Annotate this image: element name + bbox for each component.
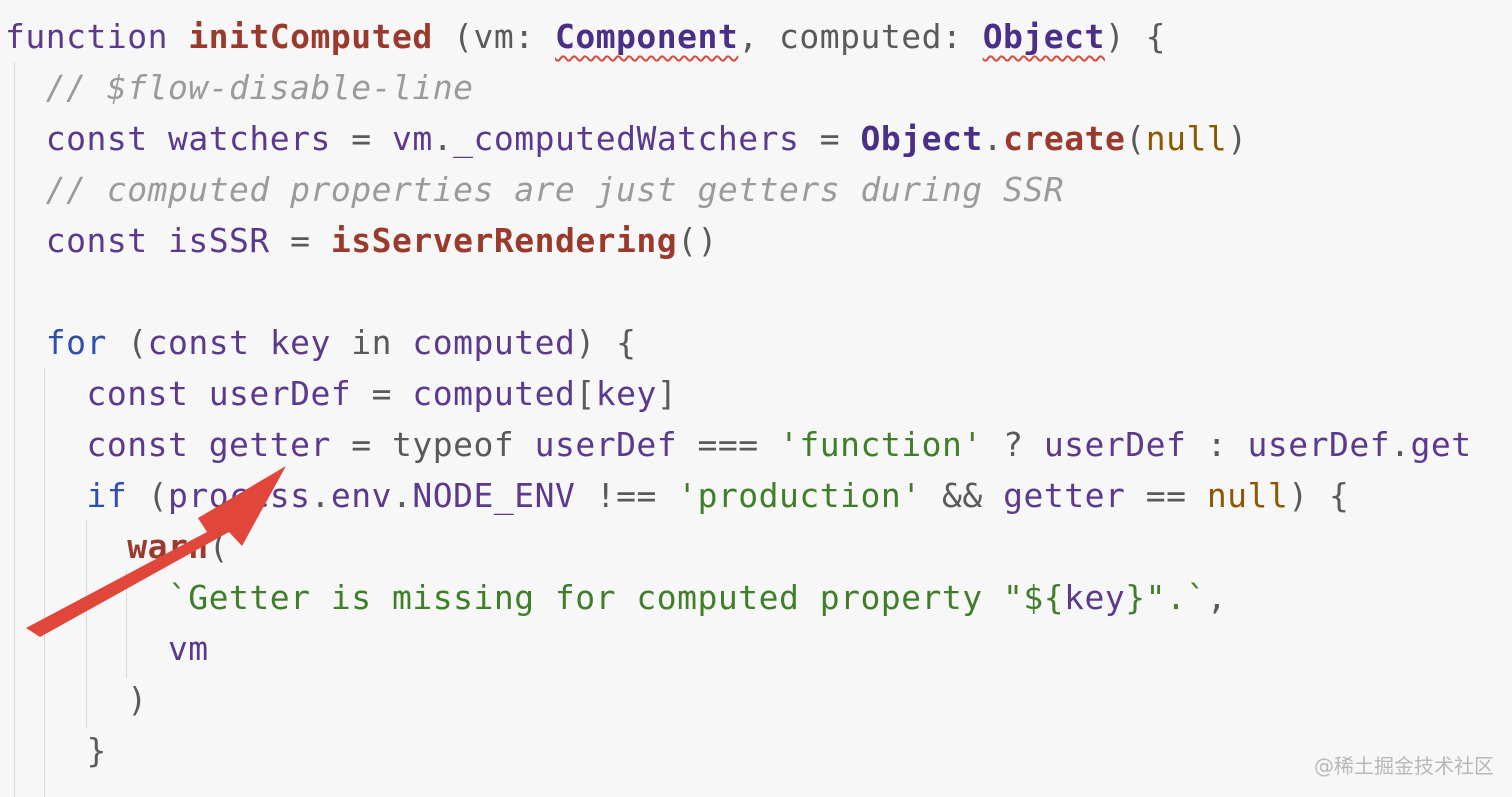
code-token: = <box>330 119 393 158</box>
code-token: = <box>269 221 331 260</box>
code-token: vm <box>392 119 433 158</box>
code-token: initComputed <box>188 17 433 56</box>
code-line: // $flow-disable-line <box>5 65 473 111</box>
code-token: isSSR <box>167 221 270 260</box>
code-token: warn <box>5 527 209 566</box>
code-token: // computed properties are just getters … <box>5 170 1065 209</box>
code-token: env <box>330 476 393 515</box>
code-token: === <box>677 425 780 464</box>
code-token: computed <box>412 323 576 362</box>
code-line: } <box>5 728 107 774</box>
code-token: !== <box>575 476 678 515</box>
code-token: : <box>1186 425 1248 464</box>
code-token: computed <box>412 374 576 413</box>
code-token: = typeof <box>330 425 535 464</box>
code-token: Object <box>982 17 1105 56</box>
code-token: ) { <box>575 323 637 362</box>
code-token: create <box>1003 119 1126 158</box>
code-token: = <box>351 374 413 413</box>
code-token: in <box>330 323 413 362</box>
code-token: && <box>921 476 1004 515</box>
code-token: ( <box>1125 119 1146 158</box>
code-token: = <box>799 119 861 158</box>
code-token: userDef <box>1043 425 1187 464</box>
code-token: 'production' <box>677 476 922 515</box>
watermark: @稀土掘金技术社区 <box>1314 754 1494 778</box>
code-token: ) <box>5 680 148 719</box>
code-token: () <box>677 221 718 260</box>
code-line: warn( <box>5 524 229 570</box>
code-line: if (process.env.NODE_ENV !== 'production… <box>5 473 1349 519</box>
code-token: function <box>5 17 189 56</box>
code-token: }".` <box>1125 578 1207 617</box>
code-token: if <box>5 476 128 515</box>
code-line: const isSSR = isServerRendering() <box>5 218 718 264</box>
code-token: getter <box>208 425 331 464</box>
code-token: Object <box>860 119 983 158</box>
code-token: ) { <box>1104 17 1167 56</box>
code-token: userDef <box>534 425 678 464</box>
code-token: const <box>5 221 168 260</box>
code-line: function initComputed (vm: Component, co… <box>5 14 1166 60</box>
code-token: null <box>1145 119 1228 158</box>
code-token: , computed: <box>738 17 983 56</box>
code-line: // computed properties are just getters … <box>5 167 1064 213</box>
code-token: ? <box>982 425 1044 464</box>
code-token: key <box>269 323 331 362</box>
code-token: . <box>392 476 413 515</box>
code-token: watchers <box>167 119 331 158</box>
code-token: Component <box>554 17 739 56</box>
code-token: userDef <box>1247 425 1391 464</box>
code-token: ) <box>1227 119 1248 158</box>
code-token: process <box>167 476 311 515</box>
code-token: == <box>1125 476 1207 515</box>
code-token: [ <box>575 374 596 413</box>
code-token: const <box>5 374 209 413</box>
code-token: NODE_ENV <box>412 476 576 515</box>
code-token: , <box>1206 578 1228 617</box>
code-token: ( <box>106 323 148 362</box>
code-line: for (const key in computed) { <box>5 320 636 366</box>
code-token: . <box>1390 425 1411 464</box>
code-line: const getter = typeof userDef === 'funct… <box>5 422 1472 468</box>
code-line: const userDef = computed[key] <box>5 371 677 417</box>
indent-guide <box>14 62 15 797</box>
code-token: vm <box>5 629 209 668</box>
code-token: `Getter is missing for computed property… <box>5 578 1065 617</box>
code-token: . <box>310 476 331 515</box>
code-token: // $flow-disable-line <box>5 68 474 107</box>
code-line: ) <box>5 677 148 723</box>
code-line: vm <box>5 626 209 672</box>
code-token: ) { <box>1288 476 1350 515</box>
code-token: ] <box>656 374 678 413</box>
code-token: _computedWatchers <box>453 119 800 158</box>
code-line: const watchers = vm._computedWatchers = … <box>5 116 1248 162</box>
code-token: key <box>595 374 657 413</box>
code-token: 'function' <box>779 425 983 464</box>
code-token: getter <box>1003 476 1126 515</box>
code-token: key <box>1064 578 1126 617</box>
code-token: } <box>5 731 107 770</box>
code-token: const <box>5 119 168 158</box>
code-token: userDef <box>208 374 352 413</box>
code-token: ( <box>127 476 168 515</box>
code-token: isServerRendering <box>330 221 678 260</box>
code-token: for <box>5 323 107 362</box>
code-token: . <box>432 119 454 158</box>
code-token: null <box>1206 476 1289 515</box>
code-token: const <box>147 323 270 362</box>
code-token: ( <box>208 527 230 566</box>
code-token: . <box>982 119 1004 158</box>
code-token: get <box>1410 425 1472 464</box>
code-token: const <box>5 425 209 464</box>
code-line: `Getter is missing for computed property… <box>5 575 1227 621</box>
code-token: (vm: <box>432 17 555 56</box>
